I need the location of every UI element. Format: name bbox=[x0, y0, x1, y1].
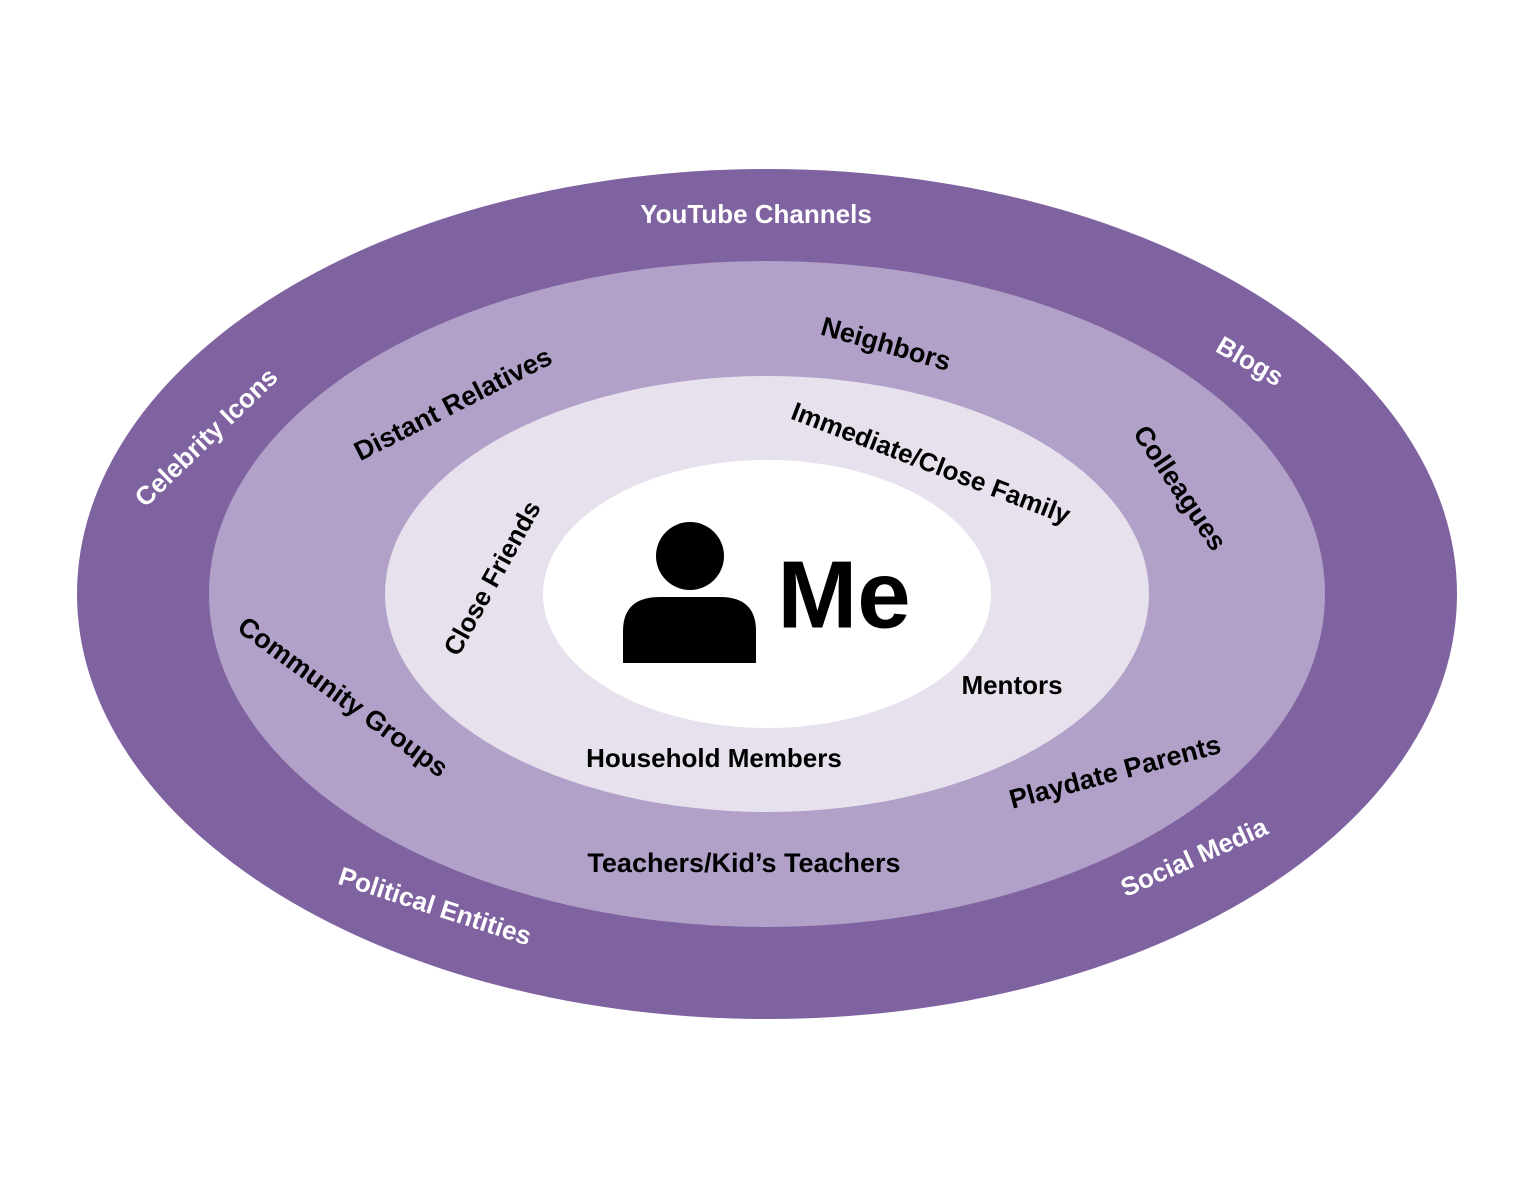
person-icon-body bbox=[623, 597, 756, 663]
label-youtube-channels: YouTube Channels bbox=[640, 199, 872, 229]
label-mentors: Mentors bbox=[961, 670, 1062, 700]
person-icon bbox=[623, 522, 756, 663]
person-icon-head bbox=[656, 522, 724, 590]
center-label: Me bbox=[777, 542, 910, 649]
label-household-members: Household Members bbox=[586, 743, 842, 773]
center-circle bbox=[543, 460, 991, 728]
label-teachers: Teachers/Kid’s Teachers bbox=[587, 848, 900, 878]
